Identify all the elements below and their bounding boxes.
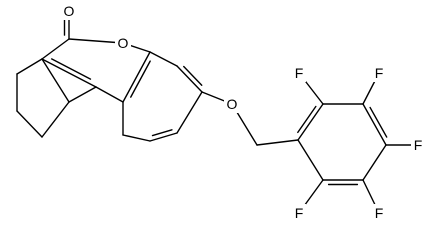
atom-label-fluorine-top-left: F bbox=[295, 65, 304, 81]
bond-ar6-ar1 bbox=[297, 139, 324, 181]
atom-label-fluorine-right: F bbox=[414, 137, 423, 153]
bond-c10-c6a bbox=[41, 58, 70, 103]
bond-c6a-c10b-double bbox=[50, 58, 92, 80]
molecule-diagram: O O O F F F F F bbox=[16, 2, 425, 222]
bond-c8-c9 bbox=[16, 110, 43, 138]
atom-label-fluorine-top-right: F bbox=[375, 65, 384, 81]
bond-c4-c3 bbox=[176, 65, 203, 93]
bond-c6a-c10b bbox=[41, 58, 97, 88]
bond-c2-c1 bbox=[122, 134, 151, 142]
bond-c4-c3-double bbox=[183, 65, 203, 86]
bond-ar1-ar2-double bbox=[297, 105, 317, 134]
bond-c10b-c10a bbox=[95, 86, 124, 103]
bond-ar1-ar2 bbox=[297, 103, 324, 141]
bond-c10b-c10 bbox=[68, 86, 97, 103]
atom-label-ring-oxygen: O bbox=[118, 35, 129, 51]
atom-fluorine-top-left: F bbox=[292, 64, 306, 82]
atom-ether-oxygen: O bbox=[224, 95, 240, 113]
bond-c6-o5 bbox=[68, 38, 124, 44]
bond-c3b-c2 bbox=[149, 132, 178, 142]
atom-fluorine-bottom-left: F bbox=[292, 204, 306, 222]
bond-c3-c3b bbox=[176, 91, 203, 134]
bond-ch2-ar1 bbox=[256, 139, 299, 146]
bond-c10a-c4a-double bbox=[130, 60, 151, 98]
bond-ar3-ar4-double bbox=[369, 106, 388, 138]
atom-label-ether-oxygen: O bbox=[227, 96, 238, 112]
atom-fluorine-top-right: F bbox=[372, 64, 386, 82]
atom-label-layer: O O O F F F F F bbox=[61, 2, 425, 222]
bond-c4a-c4 bbox=[149, 51, 178, 67]
atom-fluorine-bottom-right: F bbox=[372, 204, 386, 222]
atom-carbonyl-oxygen: O bbox=[61, 2, 77, 20]
bond-c10a-c4a bbox=[122, 51, 151, 103]
atom-ring-oxygen: O bbox=[115, 34, 131, 52]
bond-c6a-c7 bbox=[16, 58, 43, 75]
bond-ar3-ar4 bbox=[362, 103, 387, 146]
atom-label-carbonyl-oxygen: O bbox=[64, 3, 75, 19]
bond-c6-c6a bbox=[41, 38, 70, 60]
atom-fluorine-right: F bbox=[411, 136, 425, 154]
bond-c3b-c2-double bbox=[151, 129, 173, 137]
atom-label-fluorine-bottom-left: F bbox=[295, 205, 304, 221]
bond-layer bbox=[16, 10, 419, 214]
bond-ar4-ar5 bbox=[362, 144, 387, 181]
atom-label-fluorine-bottom-right: F bbox=[375, 205, 384, 221]
bond-c9-c10 bbox=[41, 101, 70, 138]
